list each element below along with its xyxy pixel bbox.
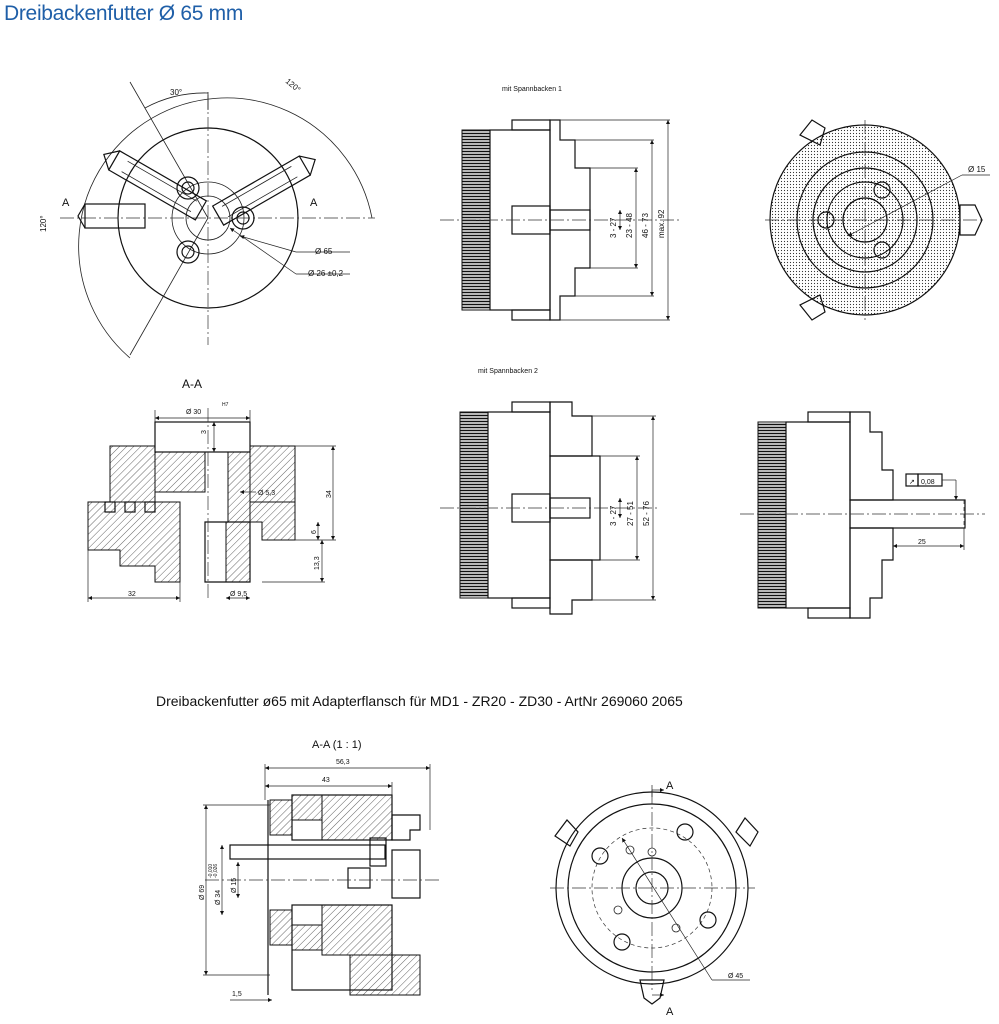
side2-dim-a: 3 - 27 [609, 505, 618, 526]
adapter-subtitle: Dreibackenfutter ø65 mit Adapterflansch … [156, 693, 683, 709]
front-view: 30° 120° 120° A A Ø 65 Ø 26 ±0,2 [39, 77, 375, 359]
adapter-section-a-bottom: A [666, 1006, 674, 1018]
section-dim-34: 34 [326, 490, 333, 498]
adapter-dia-34: Ø 34 [215, 890, 222, 905]
side2-dim-c: 52 - 76 [642, 501, 651, 526]
runout-symbol: ↗ [909, 479, 915, 486]
dia-26-label: Ø 26 ±0,2 [308, 269, 344, 278]
side1-dim-a: 3 - 27 [609, 217, 618, 238]
angle-30-label: 30° [170, 88, 182, 97]
adapter-section-a-top: A [666, 780, 674, 792]
runout-dim-25: 25 [918, 539, 926, 546]
section-dia-53: Ø 5,3 [258, 490, 275, 497]
rear-view: Ø 15 [765, 119, 990, 321]
adapter-tol-lower: -0,026 [213, 864, 219, 878]
section-fit-h7: H7 [222, 402, 229, 408]
side1-dim-b: 23 - 48 [625, 213, 634, 238]
adapter-tol-upper: -0,010 [208, 864, 214, 878]
angle-120b-label: 120° [39, 215, 48, 232]
section-view-a-a: A-A Ø 30 H7 3 Ø 5,3 34 6 13,3 [87, 377, 336, 602]
section-dia-30: Ø 30 [186, 409, 201, 416]
runout-view: ↗ 0,08 25 [740, 411, 985, 619]
adapter-section-view: A-A (1 : 1) 56,3 43 Ø 69 Ø 34 -0,010 [199, 739, 440, 1003]
side1-caption: mit Spannbacken 1 [502, 86, 562, 93]
page-title: Dreibackenfutter Ø 65 mm [4, 2, 244, 25]
side1-dim-d: max. 92 [657, 209, 666, 238]
section-a-right-label: A [310, 197, 318, 209]
side2-caption: mit Spannbacken 2 [478, 368, 538, 375]
section-dim-6: 6 [311, 530, 318, 534]
adapter-section-caption: A-A (1 : 1) [312, 739, 362, 751]
runout-value: 0,08 [921, 479, 935, 486]
section-a-left-label: A [62, 197, 70, 209]
section-dim-32: 32 [128, 591, 136, 598]
side1-dim-c: 46 - 73 [641, 213, 650, 238]
adapter-dim-15: 1,5 [232, 991, 242, 998]
rear-dia-15: Ø 15 [968, 165, 986, 174]
angle-120a-label: 120° [284, 77, 302, 95]
adapter-dim-563: 56,3 [336, 759, 350, 766]
section-dim-133: 13,3 [314, 556, 321, 570]
dia-65-label: Ø 65 [315, 247, 333, 256]
adapter-dia-15: Ø 15 [231, 878, 238, 893]
section-dia-95: Ø 9,5 [230, 591, 247, 598]
section-dim-3: 3 [201, 430, 208, 434]
side-view-jaws-1: mit Spannbacken 1 3 - 27 23 - 48 46 - 73… [440, 86, 680, 321]
adapter-dim-43: 43 [322, 777, 330, 784]
adapter-dia-45: Ø 45 [728, 973, 743, 980]
section-caption: A-A [182, 377, 202, 391]
side2-dim-b: 27 - 51 [626, 501, 635, 526]
adapter-front-view: A A Ø 45 [550, 780, 759, 1018]
side-view-jaws-2: mit Spannbacken 2 3 - 27 27 - 51 52 - 76 [440, 368, 660, 615]
adapter-dia-69: Ø 69 [199, 885, 206, 900]
